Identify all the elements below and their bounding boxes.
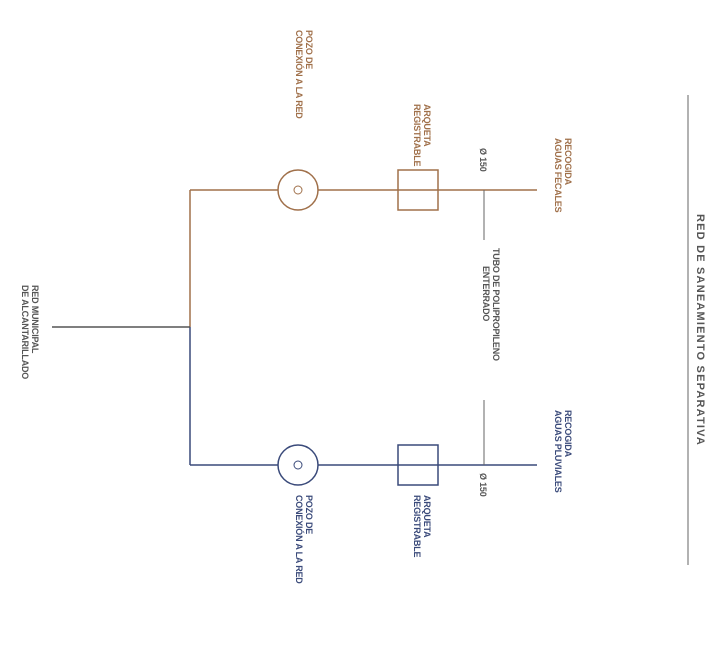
tubo-line2: ENTERRADO bbox=[481, 266, 491, 321]
pluviales-arqueta bbox=[397, 444, 439, 486]
pluviales-pozo-line2: CONEXIÓN A LA RED bbox=[294, 495, 305, 584]
diagram-title: RED DE SANEAMIENTO SEPARATIVA bbox=[694, 214, 706, 446]
pluviales-pozo-line1: POZO DE bbox=[304, 495, 314, 534]
fecales-branch bbox=[189, 169, 537, 327]
red-line2: DE ALCANTARILLADO bbox=[20, 285, 30, 379]
pluviales-recogida-line2: AGUAS PLUVIALES bbox=[553, 410, 563, 493]
fecales-pozo-outer bbox=[277, 169, 319, 211]
pluviales-diametro: Ø 150 bbox=[478, 473, 488, 497]
fecales-recogida-line1: RECOGIDA bbox=[563, 138, 573, 186]
fecales-recogida-line2: AGUAS FECALES bbox=[553, 138, 563, 213]
red-line1: RED MUNICIPAL bbox=[30, 285, 40, 354]
pluviales-pozo-label: POZO DE CONEXIÓN A LA RED bbox=[294, 495, 314, 584]
tubo-label: TUBO DE POLIPROPILENO ENTERRADO bbox=[481, 248, 501, 361]
pluviales-pozo-outer bbox=[277, 444, 319, 486]
pluviales-recogida-label: RECOGIDA AGUAS PLUVIALES bbox=[553, 410, 573, 493]
fecales-arqueta-line1: ARQUETA bbox=[422, 104, 432, 147]
pluviales-arqueta-line1: ARQUETA bbox=[422, 495, 432, 538]
fecales-arqueta-line2: REGISTRABLE bbox=[412, 104, 422, 167]
pluviales-pozo-inner bbox=[293, 460, 303, 470]
fecales-arqueta-label: ARQUETA REGISTRABLE bbox=[412, 104, 432, 167]
fecales-pozo-label: POZO DE CONEXIÓN A LA RED bbox=[294, 30, 314, 119]
fecales-arqueta bbox=[397, 169, 439, 211]
fecales-pozo-line2: CONEXIÓN A LA RED bbox=[294, 30, 305, 119]
tubo-line1: TUBO DE POLIPROPILENO bbox=[491, 248, 501, 361]
pluviales-arqueta-line2: REGISTRABLE bbox=[412, 495, 422, 558]
pluviales-recogida-line1: RECOGIDA bbox=[563, 410, 573, 458]
red-municipal-label: RED MUNICIPAL DE ALCANTARILLADO bbox=[20, 285, 40, 379]
fecales-pozo-inner bbox=[293, 185, 303, 195]
fecales-pozo-line1: POZO DE bbox=[304, 30, 314, 69]
pluviales-branch bbox=[189, 327, 537, 486]
fecales-diametro: Ø 150 bbox=[478, 148, 488, 172]
pluviales-arqueta-label: ARQUETA REGISTRABLE bbox=[412, 495, 432, 558]
fecales-recogida-label: RECOGIDA AGUAS FECALES bbox=[553, 138, 573, 213]
